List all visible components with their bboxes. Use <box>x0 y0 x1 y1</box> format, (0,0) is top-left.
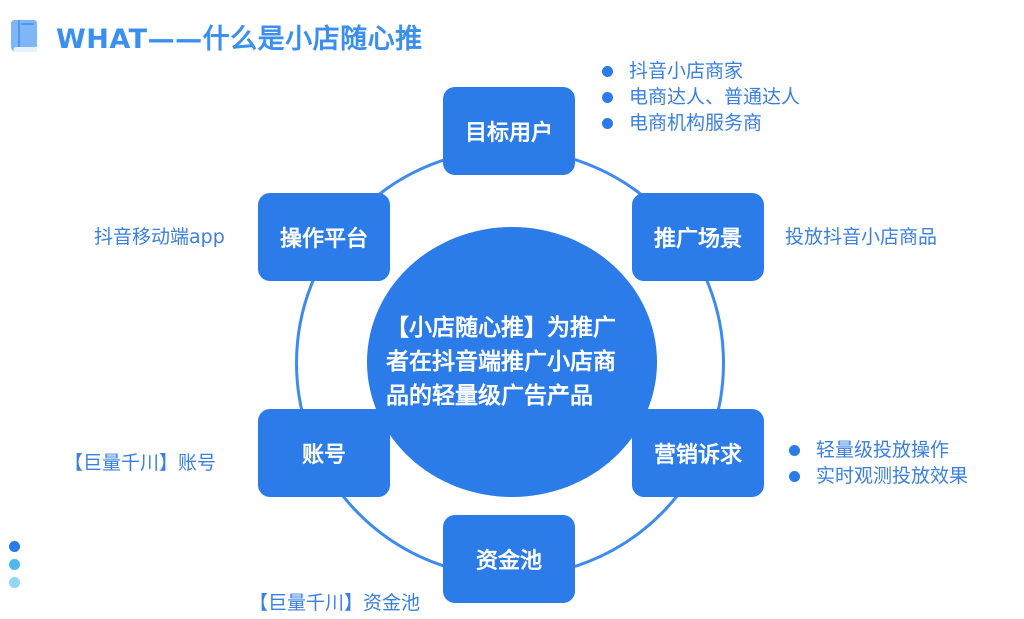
target-user-item: 电商达人、普通达人 <box>602 84 800 110</box>
marketing-demand-item: 实时观测投放效果 <box>789 463 968 489</box>
book-icon <box>10 20 37 52</box>
promotion-scene-node: 推广场景 <box>632 193 764 281</box>
center-circle: 【小店随心推】为推广者在抖音端推广小店商品的轻量级广告产品 <box>367 227 657 497</box>
marketing-demand-notes: 轻量级投放操作 实时观测投放效果 <box>789 437 968 489</box>
target-users-node: 目标用户 <box>443 87 575 175</box>
target-user-item: 抖音小店商家 <box>602 58 800 84</box>
platform-node: 操作平台 <box>258 193 390 281</box>
decorative-dots <box>8 541 22 593</box>
fund-pool-note: 【巨量千川】资金池 <box>249 592 421 614</box>
account-node: 账号 <box>258 409 390 497</box>
decorative-dot <box>9 559 20 570</box>
title-area: WHAT——什么是小店随心推 <box>6 14 423 58</box>
account-note: 【巨量千川】账号 <box>64 452 217 474</box>
marketing-demand-node: 营销诉求 <box>632 409 764 497</box>
page-title: WHAT——什么是小店随心推 <box>56 23 423 55</box>
promotion-scene-note: 投放抖音小店商品 <box>785 226 938 248</box>
decorative-dot <box>9 541 20 552</box>
platform-note: 抖音移动端app <box>94 226 225 248</box>
marketing-demand-item: 轻量级投放操作 <box>789 437 968 463</box>
target-user-item: 电商机构服务商 <box>602 110 800 136</box>
target-users-notes: 抖音小店商家 电商达人、普通达人 电商机构服务商 <box>602 58 800 136</box>
fund-pool-node: 资金池 <box>443 515 575 603</box>
center-description: 【小店随心推】为推广者在抖音端推广小店商品的轻量级广告产品 <box>386 315 616 409</box>
decorative-dot <box>9 577 20 588</box>
